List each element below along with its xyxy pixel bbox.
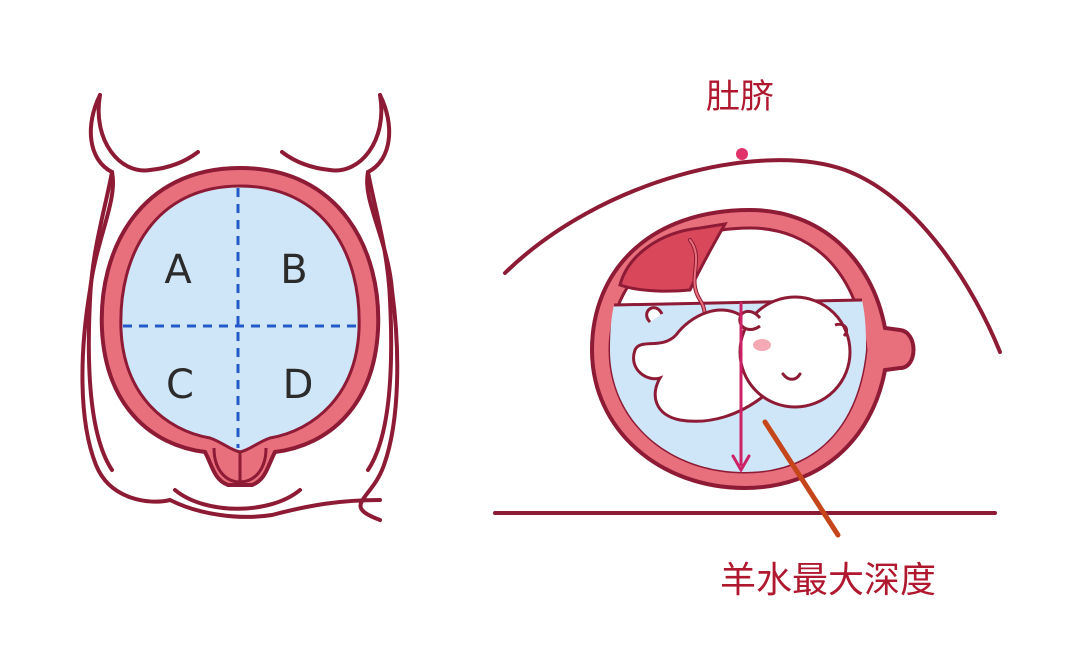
navel-dot [736, 148, 748, 160]
placenta [618, 222, 728, 293]
belly-contour [503, 158, 1002, 354]
fluid-surface [613, 298, 863, 307]
depth-arrow-head [731, 454, 751, 474]
fetus-cheek [753, 339, 771, 351]
amniotic-cavity [119, 184, 361, 454]
chest-curve-left [96, 93, 200, 173]
quadrant-label-d: D [283, 362, 314, 408]
fetus-body [632, 308, 767, 423]
belly-front-view: A B C D [80, 93, 400, 522]
depth-label: 羊水最大深度 [720, 560, 936, 601]
fetus-hand [738, 309, 762, 331]
hip-line-right [366, 170, 394, 472]
fetus-ear [834, 322, 849, 338]
fetus-eye [781, 372, 802, 381]
depth-pointer-line [762, 419, 841, 538]
fetus-leg [645, 306, 664, 324]
belly-side-view: 肚脐 羊水最大深度 [493, 77, 1002, 601]
hip-line-left [86, 170, 114, 472]
quadrant-label-a: A [164, 247, 192, 293]
navel-label: 肚脐 [706, 77, 774, 117]
quadrant-label-b: B [280, 247, 307, 293]
chest-curve-right [280, 93, 384, 173]
lower-body-curve [173, 488, 302, 511]
quadrant-label-c: C [166, 362, 194, 408]
